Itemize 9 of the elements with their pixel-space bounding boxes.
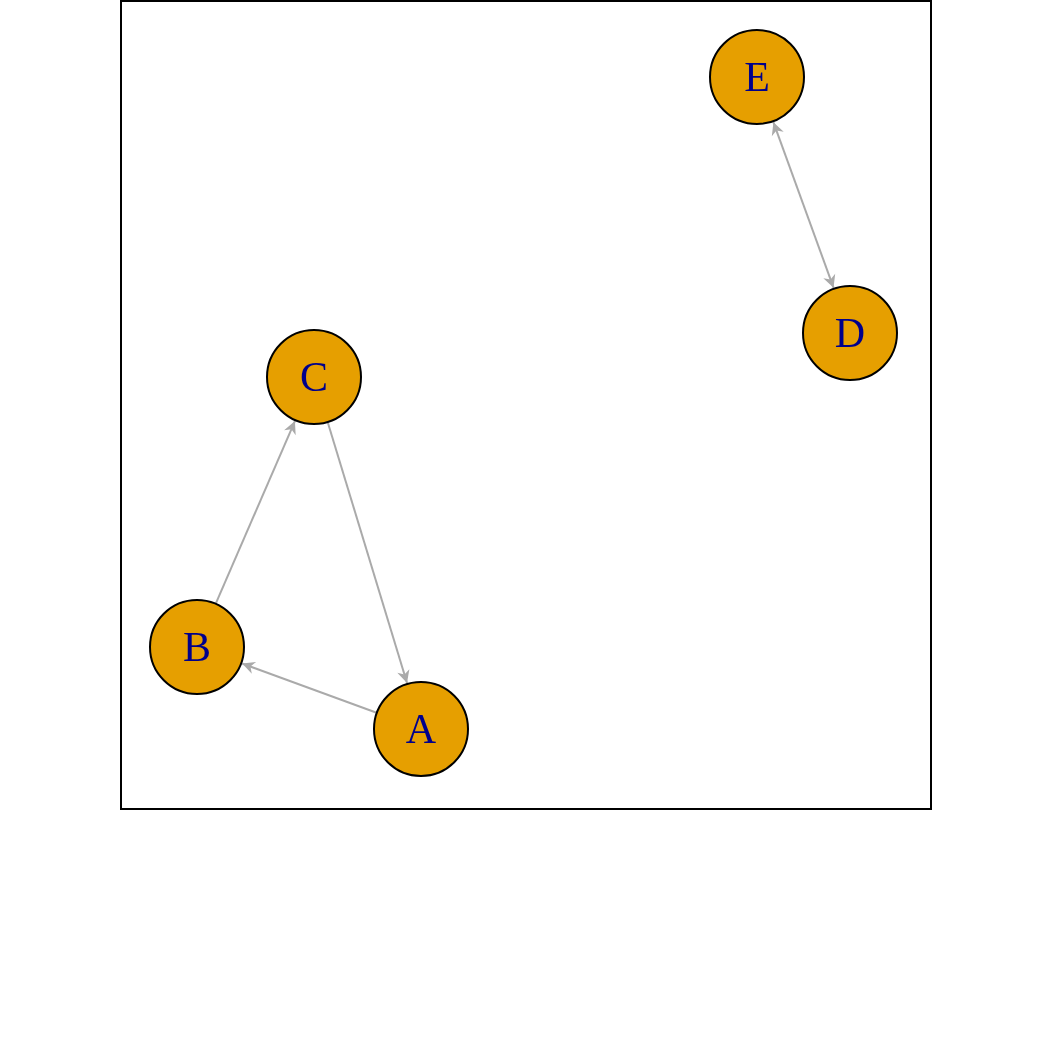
node-label: A <box>405 708 437 750</box>
arrow <box>215 420 296 604</box>
double-arrow <box>771 121 836 289</box>
node-label: E <box>744 56 770 98</box>
arrow <box>326 421 410 685</box>
node-label: D <box>834 312 866 354</box>
node-label: C <box>300 356 328 398</box>
node-label: B <box>183 626 211 668</box>
arrow <box>241 661 377 714</box>
